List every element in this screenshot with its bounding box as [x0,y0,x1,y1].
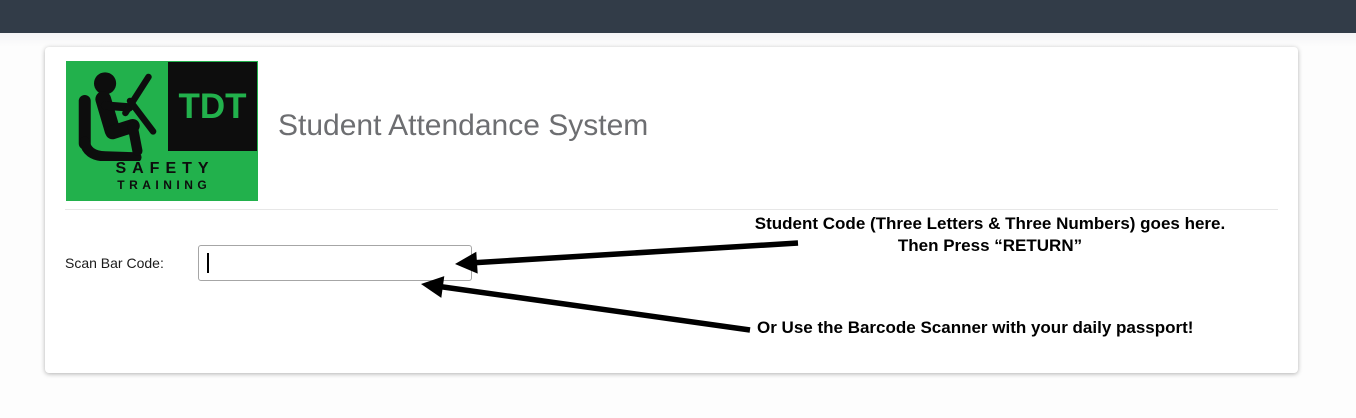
training-label: TRAINING [117,178,212,192]
scan-input-wrap [198,245,472,281]
driver-icon [78,72,157,161]
annotation-barcode-scanner: Or Use the Barcode Scanner with your dai… [757,318,1194,337]
tdt-safety-training-logo: TDT SAFETY TRAINING [66,61,258,201]
scan-bar-code-label: Scan Bar Code: [65,255,164,271]
header-divider [65,209,1278,210]
annotation-student-code: Student Code (Three Letters & Three Numb… [720,213,1260,257]
topbar-gradient [0,33,1356,47]
tdt-badge: TDT [168,62,257,151]
annotation-student-code-line1: Student Code (Three Letters & Three Numb… [754,214,1226,233]
page-title: Student Attendance System [278,109,649,142]
tdt-badge-label: TDT [178,86,247,126]
content-card: TDT SAFETY TRAINING Student Attendance S… [45,47,1298,373]
annotation-student-code-line2: Then Press “RETURN” [897,236,1083,255]
text-caret [207,253,209,273]
safety-label: SAFETY [115,160,215,177]
top-navigation-bar [0,0,1356,33]
scan-bar-code-input[interactable] [198,245,472,281]
